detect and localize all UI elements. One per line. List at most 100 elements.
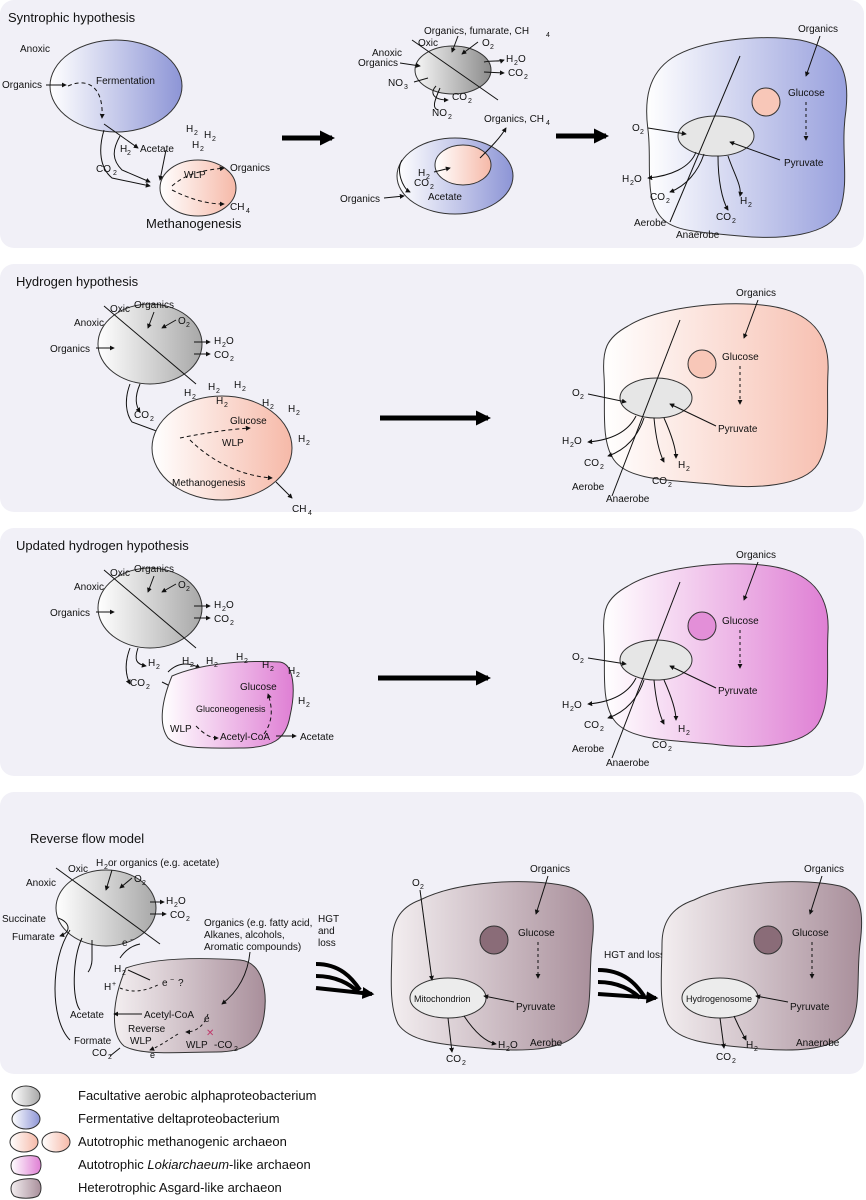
svg-text:✕: ✕ bbox=[206, 1028, 214, 1039]
arrow bbox=[607, 417, 645, 458]
h2-label: H bbox=[120, 144, 127, 155]
organics-fumarate-ch4-label: Organics, fumarate, CH bbox=[424, 26, 529, 37]
eukaryote-cell bbox=[603, 303, 829, 488]
svg-text:Aerobe: Aerobe bbox=[530, 1038, 563, 1049]
svg-text:2: 2 bbox=[524, 74, 528, 81]
svg-text:Aromatic compounds): Aromatic compounds) bbox=[204, 942, 301, 953]
svg-text:H: H bbox=[96, 858, 103, 869]
svg-text:2: 2 bbox=[668, 746, 672, 753]
panel-title: Hydrogen hypothesis bbox=[16, 274, 139, 289]
svg-text:CO: CO bbox=[652, 476, 667, 487]
svg-text:2: 2 bbox=[686, 466, 690, 473]
svg-text:Anaerobe: Anaerobe bbox=[676, 230, 720, 241]
mitochondrion-organelle bbox=[619, 639, 693, 681]
legend-item: Heterotrophic Asgard-like archaeon bbox=[8, 1176, 428, 1200]
svg-text:O: O bbox=[518, 54, 526, 65]
svg-text:O: O bbox=[226, 336, 234, 347]
svg-text:H: H bbox=[216, 396, 223, 407]
arrow bbox=[653, 679, 665, 725]
svg-text:4: 4 bbox=[546, 120, 550, 127]
svg-text:H: H bbox=[506, 54, 513, 65]
blue-oval-icon bbox=[11, 1108, 41, 1130]
svg-text:Aerobe: Aerobe bbox=[572, 744, 605, 755]
arrow bbox=[135, 647, 147, 668]
arrow bbox=[587, 415, 637, 445]
arrow bbox=[808, 875, 823, 915]
svg-text:HGT and loss: HGT and loss bbox=[604, 950, 665, 961]
svg-text:2: 2 bbox=[748, 202, 752, 209]
svg-text:CO: CO bbox=[716, 212, 731, 223]
arrow bbox=[195, 725, 219, 741]
svg-text:2: 2 bbox=[600, 726, 604, 733]
arrow bbox=[587, 677, 637, 707]
svg-text:Oxic: Oxic bbox=[110, 568, 130, 579]
svg-text:H: H bbox=[288, 404, 295, 415]
panel-title: Reverse flow model bbox=[30, 831, 144, 846]
svg-text:H: H bbox=[234, 380, 241, 391]
arrow bbox=[597, 968, 646, 998]
svg-text:2: 2 bbox=[122, 970, 126, 977]
aerobe-anaerobe-divider bbox=[669, 55, 741, 223]
svg-text:Organics: Organics bbox=[736, 550, 776, 561]
arrow bbox=[189, 439, 273, 481]
svg-text:2: 2 bbox=[686, 730, 690, 737]
svg-text:Oxic: Oxic bbox=[418, 38, 438, 49]
arrow bbox=[135, 383, 141, 413]
svg-text:O: O bbox=[574, 436, 582, 447]
svg-text:Acetate: Acetate bbox=[70, 1010, 104, 1021]
svg-text:H: H bbox=[148, 658, 155, 669]
svg-text:NO: NO bbox=[388, 78, 403, 89]
svg-text:CO: CO bbox=[508, 68, 523, 79]
svg-text:Glucose: Glucose bbox=[722, 616, 759, 627]
svg-text:H: H bbox=[206, 656, 213, 667]
legend-label: Autotrophic Lokiarchaeum-like archaeon bbox=[78, 1157, 311, 1172]
arrow bbox=[669, 153, 705, 193]
arrow bbox=[479, 127, 507, 159]
svg-text:2: 2 bbox=[640, 129, 644, 136]
grey-oval-icon bbox=[11, 1085, 41, 1107]
svg-text:H: H bbox=[298, 696, 305, 707]
svg-text:2: 2 bbox=[306, 440, 310, 447]
svg-text:O: O bbox=[632, 123, 640, 134]
arrow bbox=[147, 311, 155, 329]
methanogenesis-label: Methanogenesis bbox=[146, 216, 242, 231]
arrow bbox=[185, 1013, 209, 1035]
svg-text:Acetate: Acetate bbox=[300, 732, 334, 743]
svg-text:Glucose: Glucose bbox=[722, 352, 759, 363]
svg-text:Glucose: Glucose bbox=[788, 88, 825, 99]
organics-label: Organics bbox=[2, 80, 42, 91]
arrow bbox=[104, 869, 113, 891]
arrow bbox=[663, 679, 679, 721]
svg-text:2: 2 bbox=[754, 1046, 758, 1053]
svg-text:H: H bbox=[214, 336, 221, 347]
svg-text:H: H bbox=[204, 130, 211, 141]
methanogen-cell bbox=[434, 144, 492, 186]
arrow bbox=[171, 166, 225, 187]
arrow bbox=[647, 127, 687, 136]
svg-text:2: 2 bbox=[190, 662, 194, 669]
svg-text:2: 2 bbox=[448, 114, 452, 121]
legend-item: Autotrophic Lokiarchaeum-like archaeon bbox=[8, 1153, 428, 1177]
arrow bbox=[727, 155, 744, 197]
svg-text:2: 2 bbox=[514, 60, 518, 67]
arrow bbox=[433, 87, 441, 111]
svg-text:Organics: Organics bbox=[134, 564, 174, 575]
svg-text:Anoxic: Anoxic bbox=[372, 48, 402, 59]
svg-text:2: 2 bbox=[426, 174, 430, 181]
asgard-cell bbox=[114, 957, 266, 1054]
arrow bbox=[607, 679, 645, 720]
svg-text:2: 2 bbox=[192, 394, 196, 401]
arrow bbox=[534, 875, 549, 915]
svg-text:H: H bbox=[288, 666, 295, 677]
svg-text:O: O bbox=[574, 700, 582, 711]
svg-text:Reverse: Reverse bbox=[128, 1024, 166, 1035]
svg-text:Gluconeogenesis: Gluconeogenesis bbox=[196, 704, 266, 714]
svg-text:2: 2 bbox=[242, 386, 246, 393]
svg-text:CO: CO bbox=[652, 740, 667, 751]
svg-text:Anoxic: Anoxic bbox=[74, 582, 104, 593]
svg-text:2: 2 bbox=[296, 672, 300, 679]
svg-text:CO: CO bbox=[584, 458, 599, 469]
svg-text:WLP: WLP bbox=[170, 724, 192, 735]
svg-text:2: 2 bbox=[430, 184, 434, 191]
arrow bbox=[483, 70, 505, 76]
